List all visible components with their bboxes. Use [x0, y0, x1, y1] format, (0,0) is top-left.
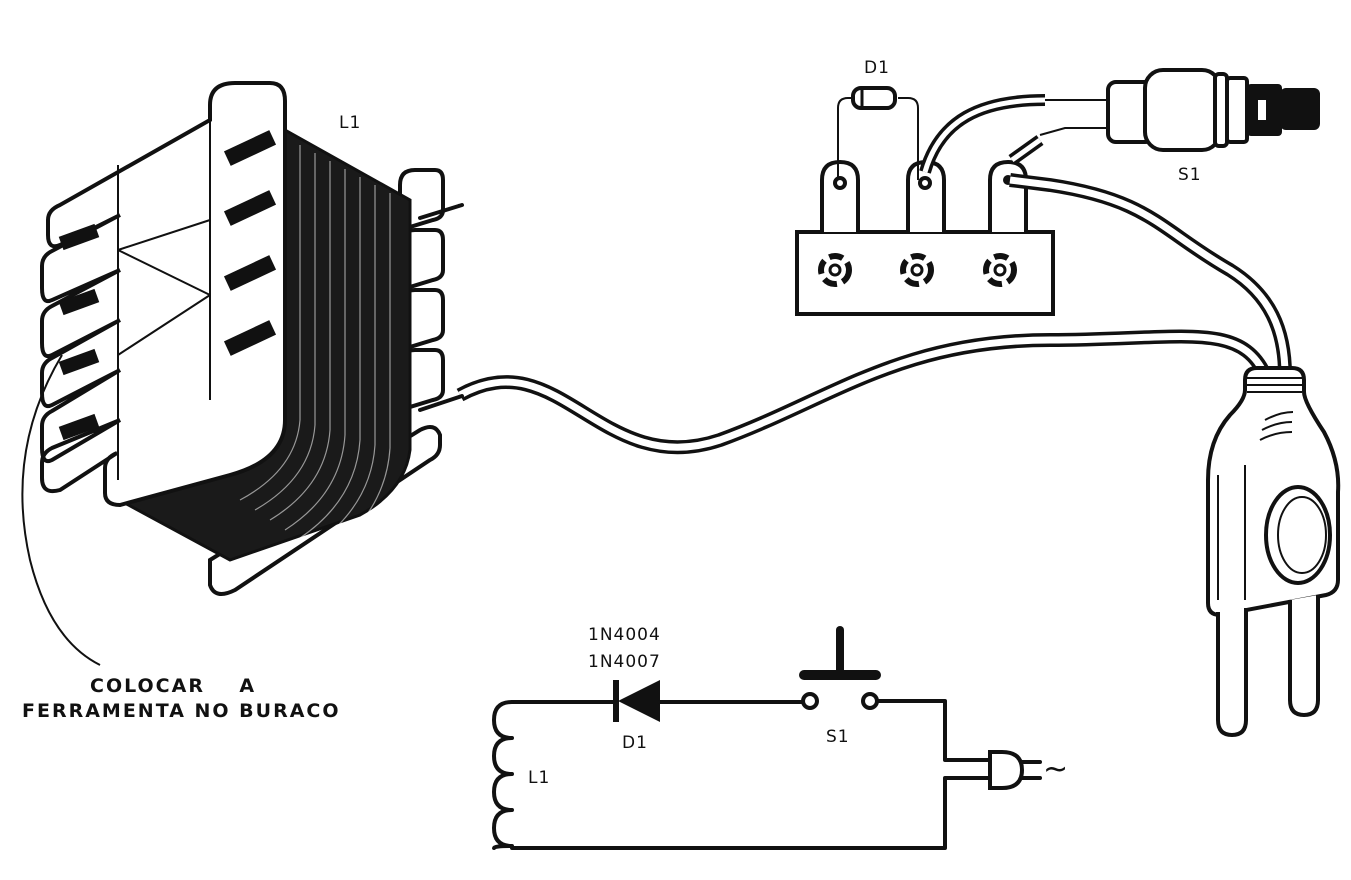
schematic-diode-part-1: 1N4004 [588, 625, 661, 645]
mains-plug-pictorial [1206, 366, 1341, 738]
tool-pointer-line [21, 354, 101, 666]
ac-source-symbol: ~ [1043, 752, 1070, 787]
schematic-diode-label: D1 [622, 733, 648, 753]
diode-d1-pictorial [837, 86, 919, 180]
schematic-switch-s1 [799, 626, 881, 710]
schematic-coil-l1 [492, 700, 514, 850]
terminal-screw-2 [900, 253, 934, 287]
schematic-diode-part-2: 1N4007 [588, 652, 661, 672]
schematic-diode-d1 [613, 680, 660, 722]
schematic [492, 626, 1042, 850]
label-diode-d1: D1 [864, 58, 890, 78]
terminal-screw-1 [818, 253, 852, 287]
coil-front-flange [40, 81, 287, 508]
label-coil-l1: L1 [339, 113, 362, 133]
instruction-line-1: COLOCAR A [90, 675, 257, 697]
instruction-line-2: FERRAMENTA NO BURACO [22, 700, 341, 722]
coil-slots [58, 130, 277, 441]
terminal-screw-3 [983, 253, 1017, 287]
coil-winding-lines [239, 145, 391, 553]
push-switch-s1 [1106, 68, 1320, 152]
wire-top [418, 76, 841, 220]
coil-l1 [21, 81, 445, 666]
wire-bottom [418, 329, 1272, 455]
terminal-strip [795, 159, 1055, 316]
label-switch-s1: S1 [1178, 165, 1202, 185]
schematic-switch-label: S1 [826, 727, 850, 747]
schematic-coil-label: L1 [528, 768, 551, 788]
schematic-plug [988, 750, 1042, 790]
schematic-wire-right [510, 699, 992, 850]
switch-wires [919, 94, 1292, 376]
